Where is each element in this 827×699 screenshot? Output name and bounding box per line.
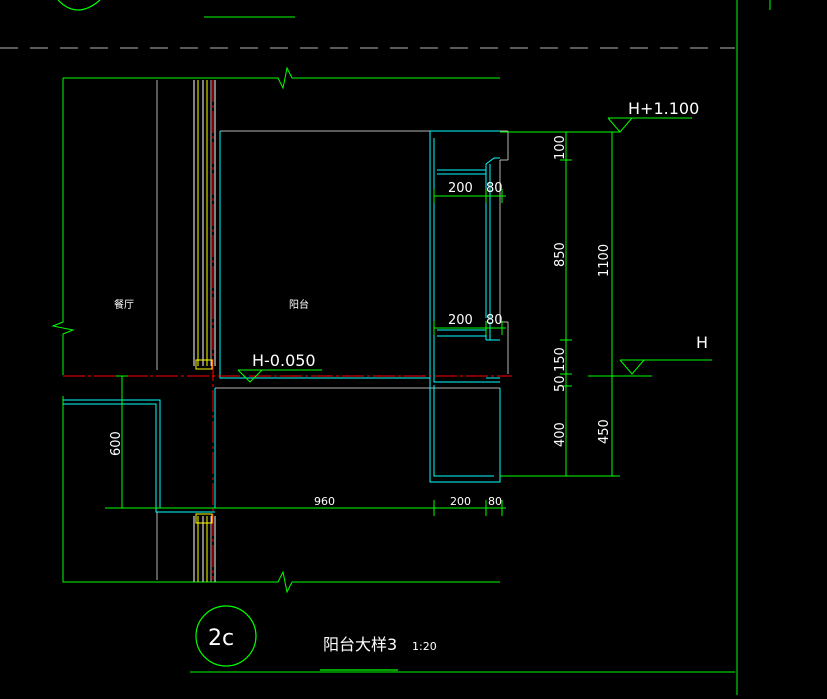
drawing-scale: 1:20 — [412, 640, 437, 653]
dim-v-150: 150 — [553, 347, 568, 372]
level-labels: H+1.100 H H-0.050 — [252, 99, 708, 370]
detail-title-block: 2c 阳台大样3 1:20 — [195, 605, 437, 671]
level-markers — [237, 117, 712, 383]
dim-v-850: 850 — [553, 242, 568, 267]
dim-top-200: 200 — [448, 181, 473, 196]
dim-mid-80: 80 — [486, 313, 503, 328]
dim-v-400: 400 — [553, 422, 568, 447]
dim-mid-200: 200 — [448, 313, 473, 328]
room-label-balcony: 阳台 — [289, 298, 309, 311]
room-label-dining: 餐厅 — [114, 298, 134, 311]
room-labels: 餐厅 阳台 — [114, 298, 309, 311]
dim-top-80: 80 — [486, 181, 503, 196]
drawing-title: 阳台大样3 — [323, 635, 397, 654]
dim-bottom-960: 960 — [314, 495, 335, 508]
detail-id-label: 2c — [208, 626, 234, 651]
window-frame-strips — [193, 80, 216, 582]
dim-v-450: 450 — [597, 419, 612, 444]
dim-bottom-80: 80 — [488, 495, 502, 508]
horizontal-dimension-text: 200 80 200 80 960 200 80 — [314, 181, 503, 508]
vertical-dimension-text: 100 850 150 50 400 1100 450 600 — [109, 135, 612, 456]
dim-v-50: 50 — [553, 375, 568, 392]
red-axis-lines — [63, 80, 512, 580]
outer-wall-lines — [51, 66, 500, 594]
level-base-label: H — [696, 333, 708, 352]
dimension-lines — [105, 131, 620, 516]
detail-circle — [195, 605, 257, 667]
dim-v-100: 100 — [553, 135, 568, 160]
dim-bottom-200: 200 — [450, 495, 471, 508]
dim-v-600: 600 — [109, 431, 124, 456]
drawing-frame — [0, 0, 771, 695]
level-floor-label: H-0.050 — [252, 351, 316, 370]
dim-v-1100: 1100 — [597, 244, 612, 277]
level-top-label: H+1.100 — [628, 99, 699, 118]
